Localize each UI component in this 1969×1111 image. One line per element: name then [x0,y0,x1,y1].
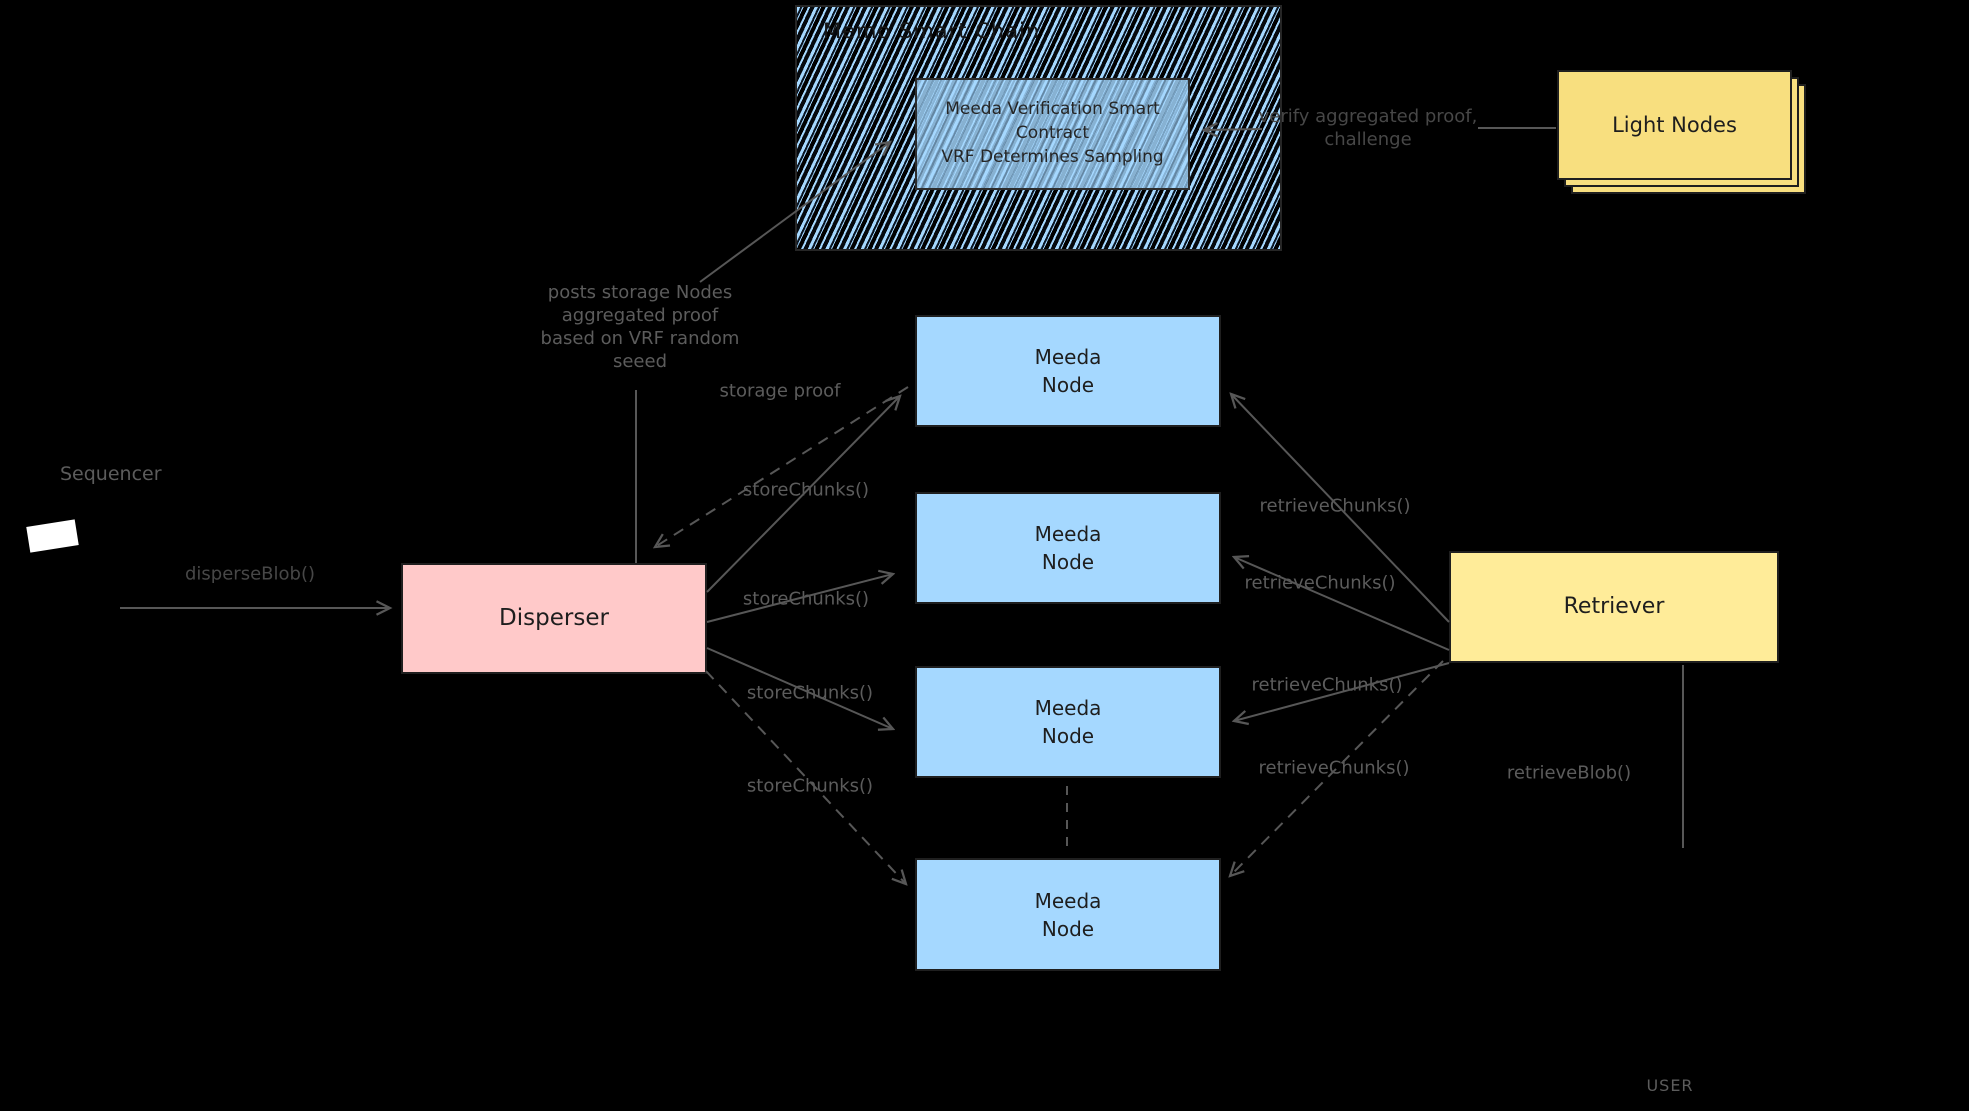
arrow-store-chunks-1[interactable] [706,396,900,593]
arrow-store-chunks-2[interactable] [706,574,893,623]
meeda-node-4[interactable]: Meeda Node [915,858,1221,971]
arrow-retrieve-chunks-2[interactable] [1234,557,1450,651]
arrow-retrieve-chunks-4[interactable] [1230,660,1444,876]
disperser-box[interactable]: Disperser [401,563,707,674]
light-nodes-card[interactable]: Light Nodes [1557,70,1792,180]
meeda-node-3-line1: Meeda [1034,696,1102,720]
posts-aggregated-proof-label[interactable]: posts storage Nodes aggregated proof bas… [540,281,740,373]
arrow-store-chunks-3[interactable] [706,647,893,729]
meeda-node-3[interactable]: Meeda Node [915,666,1221,778]
contract-line-2: Contract [1015,123,1090,144]
retriever-label: Retriever [1563,594,1665,620]
meeda-node-2[interactable]: Meeda Node [915,492,1221,604]
meeda-node-1-line1: Meeda [1034,345,1102,369]
user-label[interactable]: USER [1646,1075,1694,1095]
retriever-box[interactable]: Retriever [1449,551,1779,663]
store-chunks-label-4[interactable]: storeChunks() [746,775,874,797]
sequencer-label[interactable]: Sequencer [60,462,162,485]
meeda-node-1[interactable]: Meeda Node [915,315,1221,427]
arrow-posts-proof-to-chain[interactable] [699,142,890,283]
light-nodes-label: Light Nodes [1612,112,1737,137]
meeda-node-4-line1: Meeda [1034,888,1102,913]
contract-line-3: VRF Determines Sampling [941,146,1164,167]
verify-aggregated-proof-label[interactable]: verify aggregated proof, challenge [1258,105,1478,150]
disperse-blob-label[interactable]: disperseBlob() [185,563,315,585]
storage-proof-label[interactable]: storage proof [719,380,841,402]
contract-line-1: Meeda Verification Smart [945,99,1160,120]
arrow-storage-proof[interactable] [655,386,909,547]
disperser-label: Disperser [499,604,609,631]
arrow-verify-to-chain[interactable] [1204,129,1263,130]
retrieve-blob-label[interactable]: retrieveBlob() [1506,762,1632,784]
arrow-retrieve-chunks-3[interactable] [1234,662,1450,721]
memo-smart-chain-box[interactable]: Memo Smart Chain Meeda Verification Smar… [795,5,1282,251]
arrow-store-chunks-4[interactable] [705,670,906,884]
meeda-node-4-line2: Node [1041,916,1095,941]
meeda-node-1-line2: Node [1041,373,1095,397]
meeda-node-2-line1: Meeda [1034,522,1102,546]
retrieve-chunks-label-3[interactable]: retrieveChunks() [1251,674,1403,696]
memo-smart-chain-title: Memo Smart Chain [823,19,1041,43]
meeda-node-2-line2: Node [1041,550,1095,574]
arrow-retrieve-chunks-1[interactable] [1231,394,1450,623]
retrieve-chunks-label-4[interactable]: retrieveChunks() [1258,757,1410,779]
retrieve-chunks-label-1[interactable]: retrieveChunks() [1259,495,1411,517]
store-chunks-label-1[interactable]: storeChunks() [742,479,870,501]
meeda-node-3-line2: Node [1041,724,1095,748]
meeda-verification-contract-box[interactable]: Meeda Verification Smart Contract VRF De… [915,78,1190,190]
